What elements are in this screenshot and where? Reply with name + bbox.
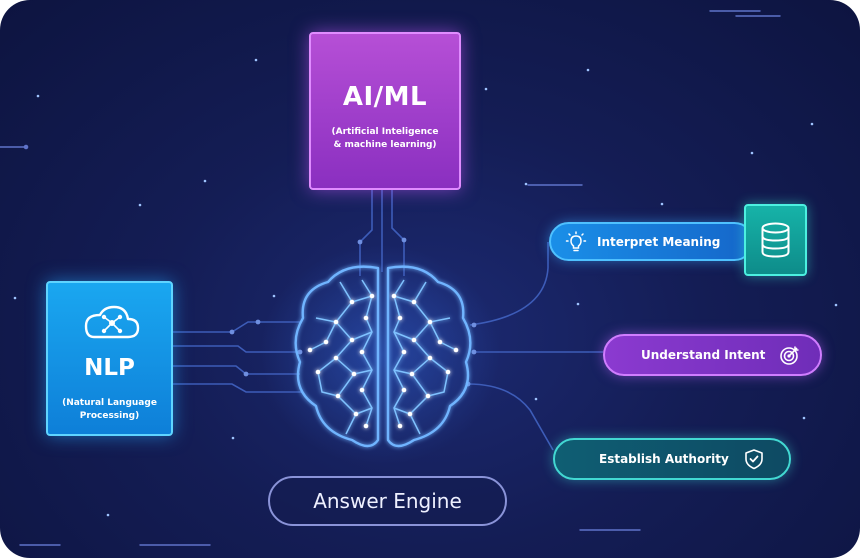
brain-circuit-icon bbox=[294, 265, 472, 448]
star-field bbox=[13, 58, 838, 517]
cloud-network-icon bbox=[84, 305, 140, 339]
database-icon bbox=[761, 222, 790, 258]
shield-check-icon bbox=[744, 449, 763, 470]
interpret-meaning-pill: Interpret Meaning bbox=[549, 222, 754, 261]
target-icon bbox=[780, 346, 799, 365]
nlp-subtitle-line1: (Natural Language bbox=[62, 398, 157, 408]
aiml-box: AI/ML (Artificial Inteligence & machine … bbox=[309, 32, 461, 190]
aiml-subtitle: (Artificial Inteligence & machine learni… bbox=[323, 126, 447, 152]
nlp-box: NLP (Natural Language Processing) bbox=[46, 281, 173, 436]
understand-intent-pill: Understand Intent bbox=[603, 334, 822, 376]
establish-authority-label: Establish Authority bbox=[599, 452, 729, 466]
aiml-subtitle-line1: (Artificial Inteligence bbox=[331, 127, 439, 137]
connector-lines bbox=[173, 190, 603, 451]
aiml-title: AI/ML bbox=[342, 82, 428, 112]
database-box bbox=[744, 204, 807, 276]
nlp-subtitle: (Natural Language Processing) bbox=[54, 397, 165, 423]
understand-intent-label: Understand Intent bbox=[641, 348, 766, 362]
aiml-subtitle-line2: & machine learning) bbox=[333, 140, 437, 150]
establish-authority-pill: Establish Authority bbox=[553, 438, 791, 480]
nlp-subtitle-line2: Processing) bbox=[79, 411, 140, 421]
answer-engine-label: Answer Engine bbox=[268, 476, 507, 526]
nlp-title: NLP bbox=[84, 355, 135, 381]
decor-dashes bbox=[0, 10, 781, 546]
interpret-meaning-label: Interpret Meaning bbox=[597, 234, 721, 249]
lightbulb-icon bbox=[565, 230, 587, 251]
